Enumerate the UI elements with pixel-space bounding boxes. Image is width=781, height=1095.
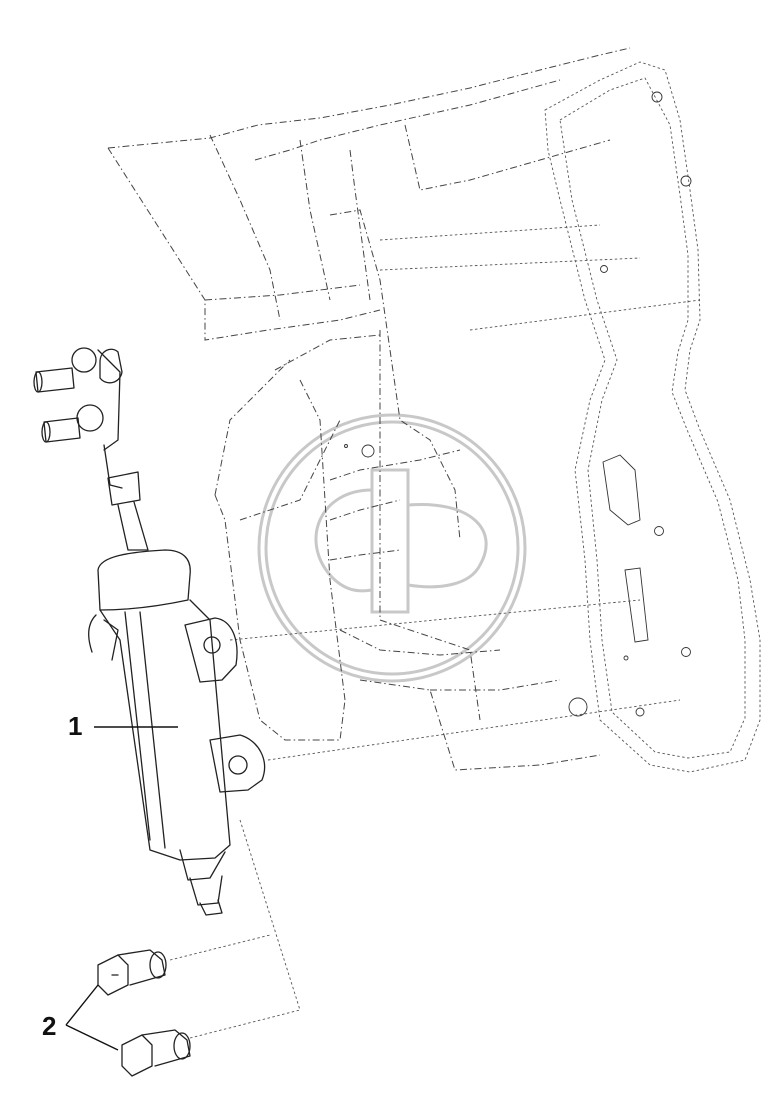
callout-label-2: 2 [42,1011,57,1041]
bolt-upper [97,949,167,996]
callout-label-1: 1 [68,711,83,741]
bolt-lower [121,1029,191,1077]
cab-frame-phantom [107,47,631,771]
pedal-bracket-plate [544,61,761,773]
assembly-guide-lines [169,224,701,1039]
callout-leaders [65,726,178,1051]
clutch-master-cylinder [33,347,266,916]
watermark-logo [257,413,527,683]
